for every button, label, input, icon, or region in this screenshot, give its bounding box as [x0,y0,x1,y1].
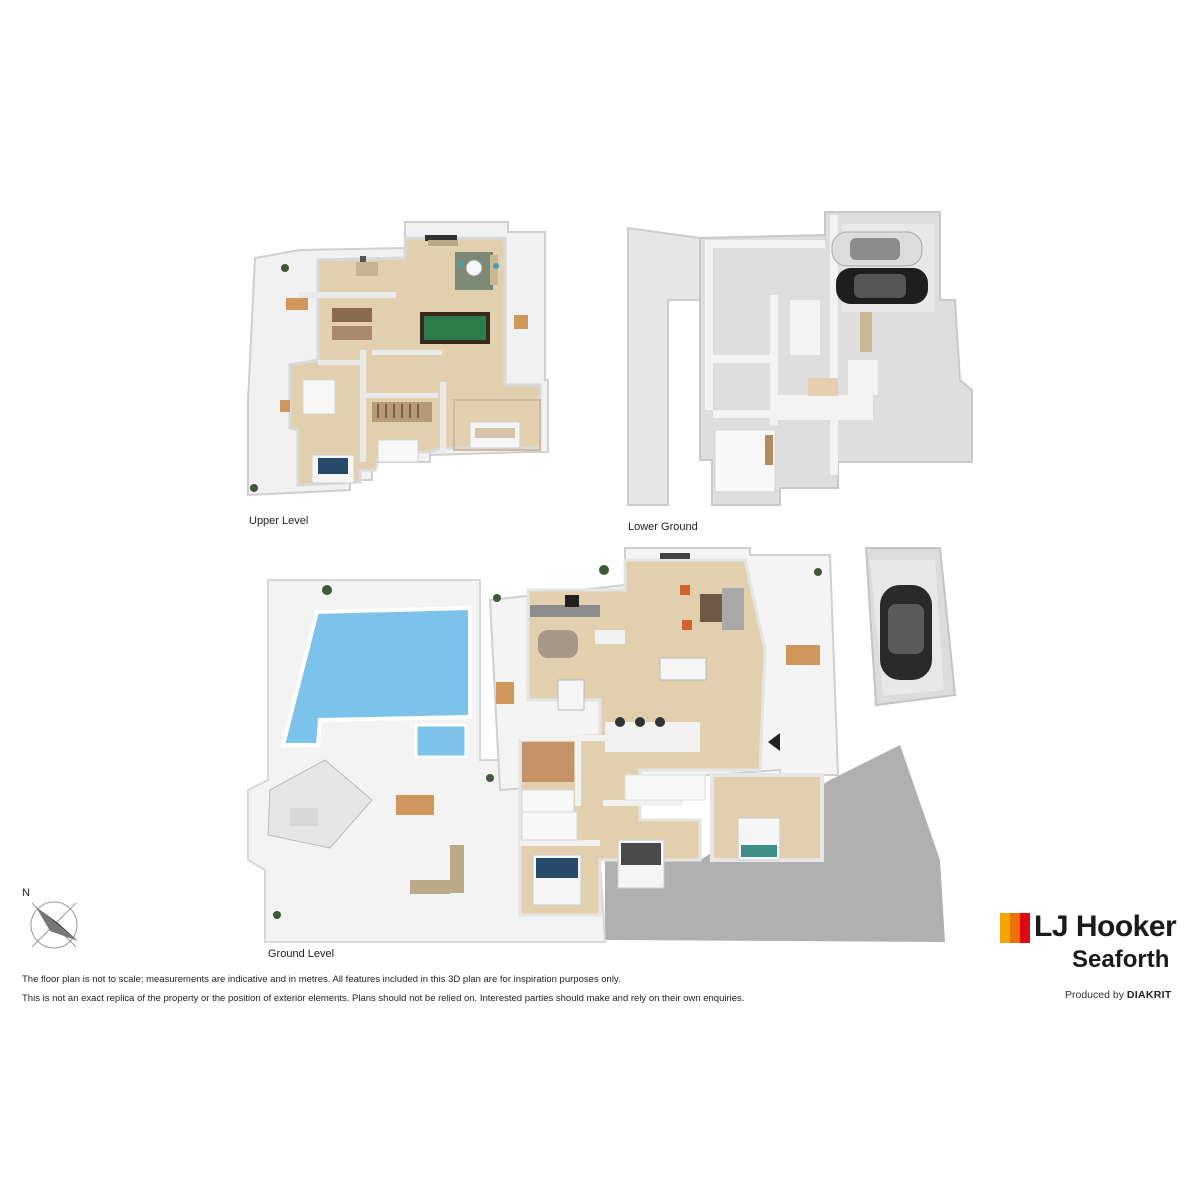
north-label: N [22,887,30,899]
compass: N [18,885,88,955]
lj-hooker-logo-icon [1000,913,1030,943]
produced-prefix: Produced by [1065,989,1124,1001]
car-icon [831,231,923,267]
car-icon [836,268,928,304]
ground-level-plan [247,547,957,943]
produced-by: Produced by DIAKRIT [1065,989,1172,1001]
car-icon [880,585,932,680]
ground-level-label: Ground Level [268,948,335,960]
lower-ground-label: Lower Ground [628,521,698,533]
disclaimer-line-1: The floor plan is not to scale; measurem… [22,974,621,985]
disclaimer-line-2: This is not an exact replica of the prop… [22,993,745,1004]
brand-office: Seaforth [1072,946,1170,973]
upper-level-plan [247,221,549,497]
compass-icon [30,901,78,949]
brand-block: LJ Hooker Seaforth Produced by DIAKRIT [1000,910,1190,1010]
lower-ground-plan [627,211,973,506]
brand-name: LJ Hooker [1034,910,1177,943]
producer-name: DIAKRIT [1126,989,1172,1001]
upper-level-label: Upper Level [249,515,309,527]
